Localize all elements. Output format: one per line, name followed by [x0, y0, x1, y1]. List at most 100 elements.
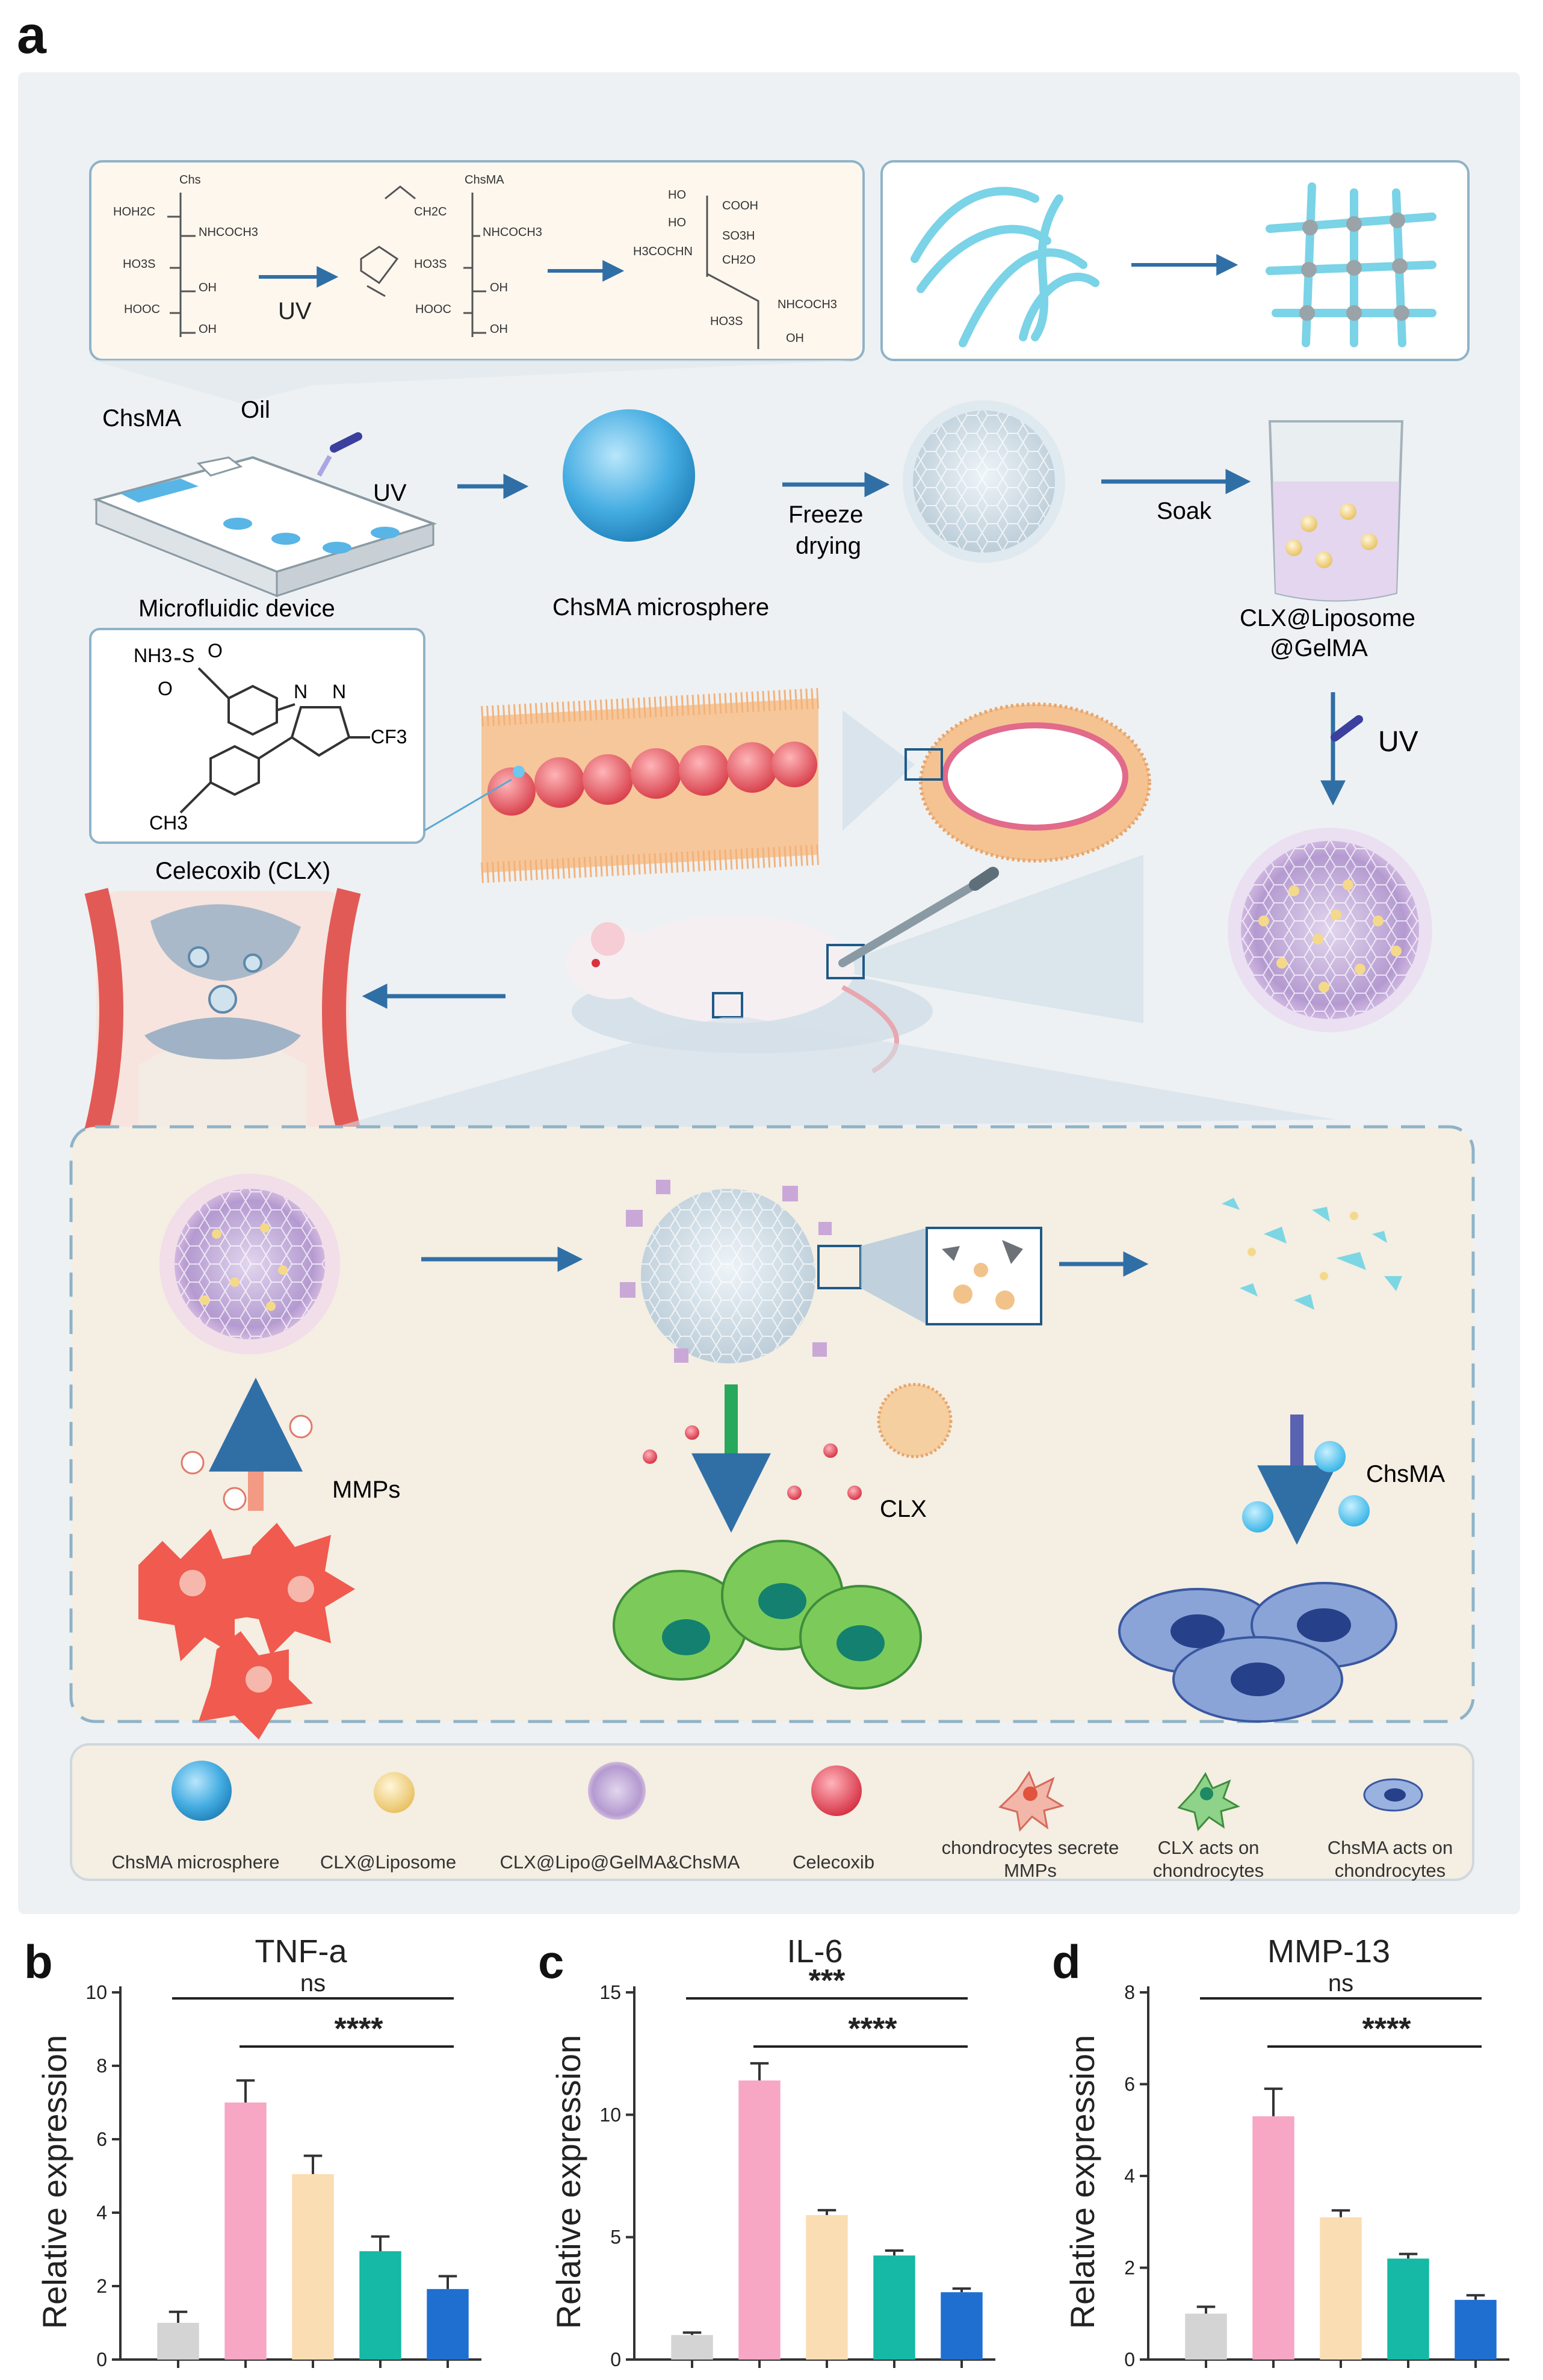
bar — [1252, 2116, 1294, 2360]
y-axis-label: Relative expression — [549, 2035, 587, 2329]
legend-label: MMPs — [1004, 1860, 1057, 1881]
significance-label: ns — [1328, 1970, 1353, 1997]
bar — [671, 2335, 713, 2360]
panel-label: c — [538, 1935, 564, 1988]
y-tick-label: 4 — [96, 2202, 107, 2224]
bar — [224, 2103, 267, 2360]
bar — [292, 2174, 334, 2360]
chem-label: ChsMA — [465, 173, 504, 187]
chem-label: N — [294, 681, 308, 702]
celecoxib-structure-box: NH3 S O O N N CF3 CH3 Celecoxib (CLX) — [89, 628, 425, 884]
legend-label: CLX@Liposome — [320, 1852, 456, 1873]
mechanism-box: MMPs CLX ChsMA — [69, 1125, 1475, 1740]
bar — [157, 2323, 199, 2360]
y-tick-label: 6 — [1124, 2074, 1135, 2095]
microfluidic-device: ChsMA Oil UV Microfluidic device — [92, 397, 438, 622]
legend-label: CLX@Lipo@GelMA&ChsMA — [500, 1852, 740, 1873]
chem-label: CH3 — [149, 812, 188, 834]
significance-label: ns — [300, 1970, 326, 1997]
significance-label: **** — [1362, 2012, 1412, 2047]
bar — [873, 2255, 915, 2360]
y-tick-label: 15 — [599, 1982, 621, 2003]
chem-label: CH2C — [414, 205, 447, 218]
y-tick-label: 10 — [85, 1982, 107, 2003]
y-tick-label: 2 — [1124, 2257, 1135, 2279]
freeze-label: Freeze — [788, 501, 864, 528]
chsma-microsphere-icon — [172, 1761, 232, 1821]
legend-label: ChsMA acts on — [1328, 1837, 1453, 1858]
y-tick-label: 4 — [1124, 2165, 1135, 2187]
chart-title: TNF-a — [255, 1933, 348, 1969]
uv-label-device: UV — [373, 480, 407, 506]
bar — [1320, 2217, 1362, 2360]
chem-label: HO — [668, 216, 686, 229]
chart-title: IL-6 — [787, 1933, 843, 1969]
zoom-wedge — [843, 710, 915, 831]
chem-label: HO3S — [123, 258, 155, 271]
celecoxib-label: Celecoxib (CLX) — [155, 858, 330, 884]
chem-label: COOH — [722, 199, 758, 212]
chem-label: HOH2C — [113, 205, 155, 218]
chem-label: OH — [786, 332, 804, 345]
composite-microsphere-icon — [588, 1762, 646, 1820]
chem-label: CH2O — [722, 253, 756, 267]
secreting-chondrocyte-icon — [998, 1770, 1065, 1832]
drying-label: drying — [796, 533, 861, 559]
beaker-label-2: @GelMA — [1270, 635, 1368, 662]
chem-label: S — [182, 645, 194, 666]
mmps-label: MMPs — [332, 1477, 400, 1503]
celecoxib-icon — [811, 1765, 862, 1816]
significance-label: **** — [335, 2012, 384, 2047]
chem-label: HO3S — [710, 315, 743, 328]
bar — [1455, 2299, 1497, 2360]
zoom-wedge — [319, 1017, 1336, 1132]
y-tick-label: 8 — [96, 2055, 107, 2077]
bar — [1185, 2313, 1227, 2360]
y-axis-label: Relative expression — [1063, 2035, 1101, 2329]
beaker: CLX@Liposome @GelMA — [1240, 420, 1415, 662]
chem-label: HO3S — [414, 258, 447, 271]
legend-label: chondrocytes secrete — [942, 1837, 1119, 1858]
legend-label: ChsMA microsphere — [111, 1852, 279, 1873]
chsma-microsphere: ChsMA microsphere — [552, 409, 769, 621]
significance-label: *** — [809, 1963, 846, 1998]
significance-label: **** — [849, 2012, 898, 2047]
chem-label: CF3 — [371, 726, 407, 748]
chem-label: NH3 — [134, 645, 172, 666]
bar — [1387, 2258, 1429, 2360]
uv-label-crosslink: UV — [1378, 726, 1418, 758]
liposome-icon — [374, 1772, 415, 1813]
zoom-wedge — [824, 855, 1143, 1023]
chem-label: OH — [490, 323, 508, 336]
soak-label: Soak — [1157, 498, 1212, 524]
legend-label: CLX acts on — [1158, 1837, 1260, 1858]
chem-label: NHCOCH3 — [483, 226, 542, 239]
schematic-panel-a: a Chs HOH2C NHCOCH3 HO3S OH HOOC OH CH2C… — [17, 5, 1520, 1914]
loaded-microsphere — [1228, 828, 1432, 1032]
chemistry-box: Chs HOH2C NHCOCH3 HO3S OH HOOC OH CH2C C… — [89, 160, 865, 361]
panel-label: b — [24, 1935, 53, 1988]
chsma-chondrocyte-icon — [1363, 1778, 1423, 1812]
chem-label: OH — [490, 281, 508, 294]
chem-label: HO — [668, 188, 686, 202]
y-tick-label: 8 — [1124, 1982, 1135, 2003]
chem-label: HOOC — [124, 303, 160, 316]
clx-chondrocyte-icon — [1177, 1771, 1240, 1832]
bar — [806, 2215, 848, 2360]
zoom-wedge — [90, 360, 864, 403]
chem-label-chs: Chs — [179, 173, 201, 187]
bar — [941, 2292, 983, 2360]
lipid-bilayer — [424, 688, 819, 883]
y-axis-label: Relative expression — [36, 2035, 73, 2329]
chem-label: NHCOCH3 — [778, 298, 837, 311]
legend-label: Celecoxib — [793, 1852, 874, 1873]
clx-label: CLX — [880, 1496, 927, 1522]
legend: ChsMA microsphere CLX@Liposome CLX@Lipo@… — [70, 1743, 1474, 1881]
chem-label: OH — [199, 323, 217, 336]
chem-label: NHCOCH3 — [199, 226, 258, 239]
legend-label: chondrocytes — [1335, 1860, 1446, 1881]
knee-joint — [84, 888, 361, 1135]
crosslink-box — [880, 160, 1470, 361]
